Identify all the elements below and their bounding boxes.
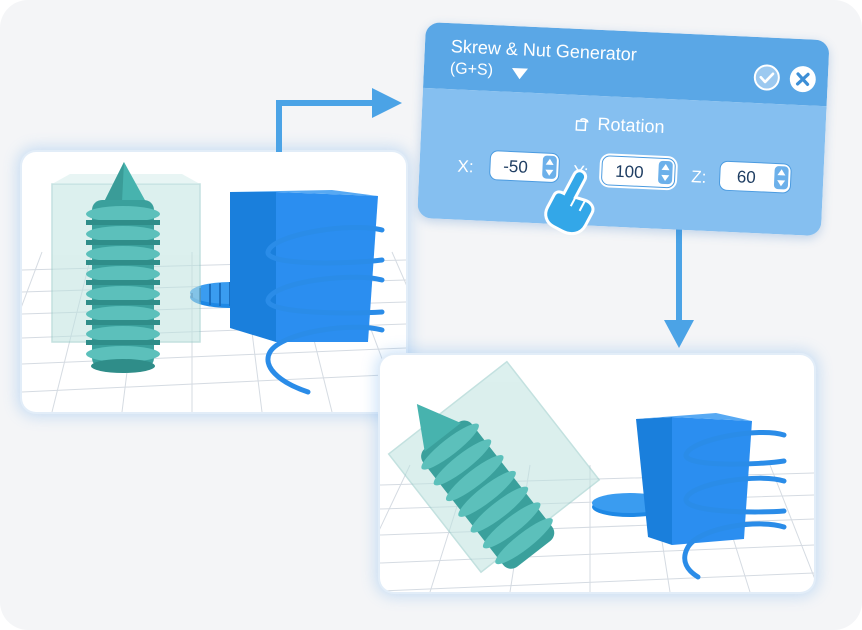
- skrew-nut-generator-panel[interactable]: Skrew & Nut Generator (G+S) Rotation X: …: [417, 22, 830, 237]
- arrow-right-head: [372, 88, 402, 118]
- close-x-icon: [795, 72, 810, 86]
- before-scene: [22, 162, 406, 412]
- before-viewport[interactable]: [22, 152, 406, 412]
- close-button[interactable]: [789, 65, 817, 93]
- arrow-before-to-panel: [276, 100, 372, 152]
- after-scene: [380, 360, 814, 592]
- ok-button[interactable]: [753, 63, 781, 92]
- spring-shape: [682, 430, 787, 580]
- rotate-icon: [575, 118, 589, 132]
- after-viewport[interactable]: [380, 355, 814, 592]
- checkmark-icon: [759, 72, 775, 84]
- arrow-down-head: [664, 320, 694, 348]
- rotated-screw-group: [387, 360, 601, 574]
- blue-box-shape: [230, 190, 378, 342]
- screw-shape: [86, 162, 160, 373]
- spring-shape: [265, 225, 385, 395]
